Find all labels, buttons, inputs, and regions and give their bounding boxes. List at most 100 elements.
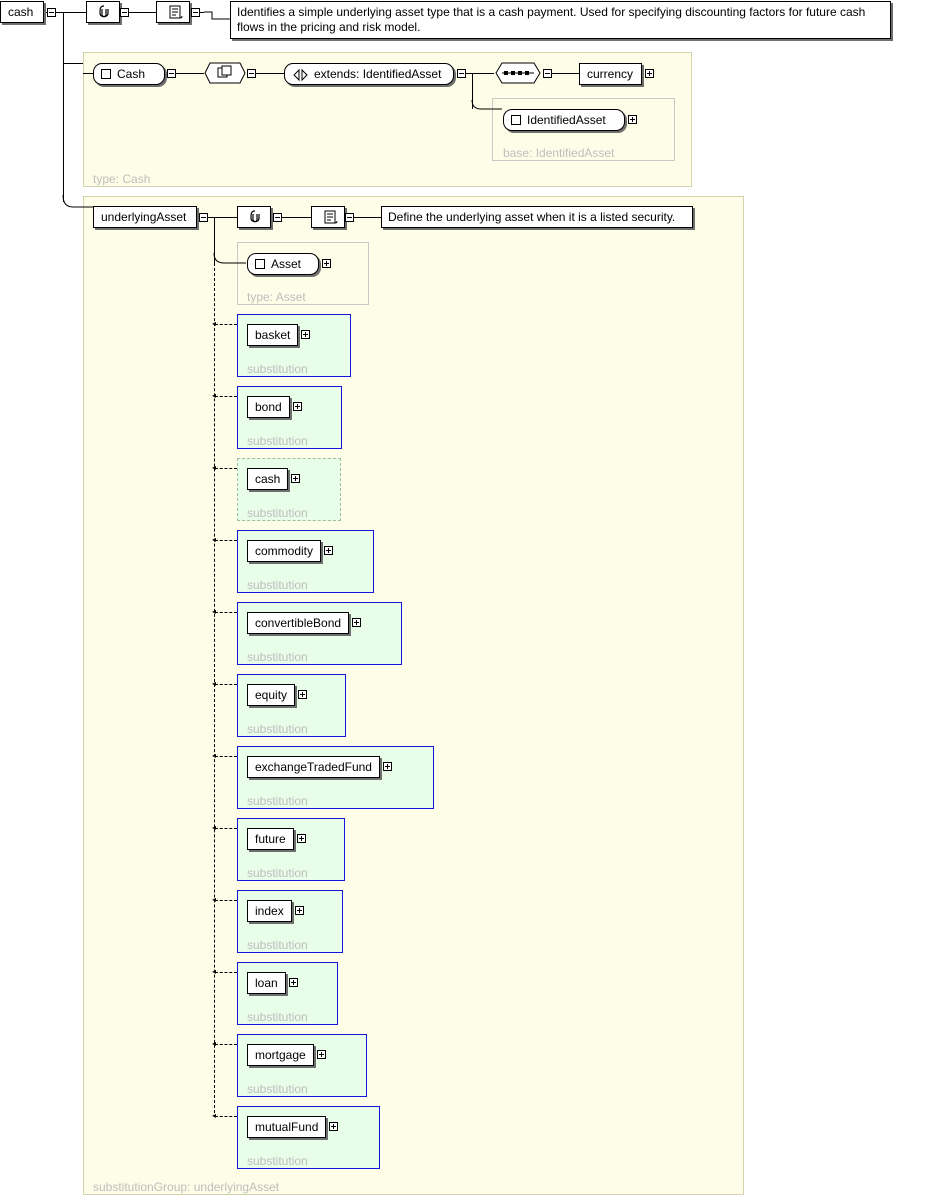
cash-type-node[interactable]: Cash: [93, 63, 165, 85]
extension-node[interactable]: extends: IdentifiedAsset: [284, 63, 454, 85]
substitution-caption: substitution: [247, 506, 308, 520]
substitution-element-index[interactable]: index: [247, 900, 292, 922]
substitution-element-exchangeTradedFund[interactable]: exchangeTradedFund: [247, 756, 380, 778]
sequence-compositor-icon[interactable]: [86, 1, 120, 23]
substitution-element-equity[interactable]: equity: [247, 684, 296, 706]
substitution-caption: substitution: [247, 866, 308, 880]
expand-icon[interactable]: [352, 618, 361, 627]
complex-type-icon: [511, 115, 521, 125]
connector-curve: [471, 99, 502, 110]
arrow-icon: ◂: [212, 463, 217, 472]
sequence-compositor-icon[interactable]: [237, 206, 271, 228]
collapse-icon[interactable]: [47, 8, 56, 17]
connector: [83, 73, 93, 74]
expand-icon[interactable]: [329, 1122, 338, 1131]
arrow-icon: ◂: [212, 679, 217, 688]
arrow-icon: ◂: [212, 1111, 217, 1120]
substitution-element-future[interactable]: future: [247, 828, 294, 850]
annotation-icon[interactable]: [156, 1, 190, 23]
connector: [63, 12, 64, 202]
substitution-element-convertibleBond[interactable]: convertibleBond: [247, 612, 350, 634]
substitution-element-mortgage[interactable]: mortgage: [247, 1044, 314, 1066]
identified-asset-label: IdentifiedAsset: [527, 113, 606, 127]
connector: [466, 73, 494, 74]
connector: [207, 217, 237, 218]
substitution-caption: substitution: [247, 650, 308, 664]
substitution-element-cash[interactable]: cash: [247, 468, 289, 490]
choice-dots-icon[interactable]: [494, 62, 542, 86]
substitution-connector: [215, 396, 237, 397]
type-cash-caption: type: Cash: [93, 172, 151, 186]
arrow-icon: ◂: [212, 895, 217, 904]
substitution-element-loan[interactable]: loan: [247, 972, 286, 994]
substitution-caption: substitution: [247, 794, 308, 808]
expand-icon[interactable]: [322, 259, 331, 268]
expand-icon[interactable]: [628, 115, 637, 124]
underlying-asset-annotation: Define the underlying asset when it is a…: [381, 206, 693, 228]
collapse-icon[interactable]: [247, 69, 256, 78]
collapse-icon[interactable]: [457, 69, 466, 78]
base-identified-asset-caption: base: IdentifiedAsset: [503, 146, 615, 160]
annotation-icon[interactable]: [311, 206, 345, 228]
expand-icon[interactable]: [295, 906, 304, 915]
arrow-icon: ◂: [212, 535, 217, 544]
expand-icon[interactable]: [645, 69, 654, 78]
expand-icon[interactable]: [383, 762, 392, 771]
collapse-icon[interactable]: [543, 69, 552, 78]
collapse-icon[interactable]: [120, 8, 129, 17]
expand-icon[interactable]: [291, 474, 300, 483]
currency-element[interactable]: currency: [579, 63, 642, 85]
expand-icon[interactable]: [317, 1050, 326, 1059]
connector: [200, 12, 204, 13]
connector-curve: [62, 194, 93, 208]
connector: [63, 63, 83, 64]
substitution-caption: substitution: [247, 1082, 308, 1096]
substitution-element-basket[interactable]: basket: [247, 324, 299, 346]
substitution-spine: [214, 263, 215, 1113]
asset-type-node[interactable]: Asset: [247, 253, 319, 275]
substitution-connector: [215, 1044, 237, 1045]
extension-icon: [293, 68, 308, 82]
substitution-element-bond[interactable]: bond: [247, 396, 290, 418]
collapse-icon[interactable]: [199, 213, 208, 222]
cash-annotation: Identifies a simple underlying asset typ…: [230, 1, 891, 39]
connector: [176, 73, 204, 74]
connector: [256, 73, 284, 74]
arrow-icon: ◂: [212, 823, 217, 832]
connector: [281, 217, 311, 218]
substitution-caption: substitution: [247, 938, 308, 952]
connector: [552, 73, 580, 74]
expand-icon[interactable]: [298, 690, 307, 699]
connector: [128, 12, 156, 13]
attribute-group-icon[interactable]: [204, 62, 246, 86]
root-element-cash[interactable]: cash: [0, 1, 44, 23]
connector: [214, 217, 215, 263]
collapse-icon[interactable]: [191, 8, 200, 17]
collapse-icon[interactable]: [345, 213, 354, 222]
complex-type-icon: [101, 69, 111, 79]
substitution-element-commodity[interactable]: commodity: [247, 540, 322, 562]
arrow-icon: ◂: [212, 1039, 217, 1048]
connector: [472, 73, 473, 109]
expand-icon[interactable]: [301, 330, 310, 339]
identified-asset-node[interactable]: IdentifiedAsset: [503, 109, 625, 131]
arrow-icon: ◂: [212, 967, 217, 976]
substitution-group-caption: substitutionGroup: underlyingAsset: [93, 1180, 280, 1194]
substitution-connector: [215, 612, 237, 613]
substitution-caption: substitution: [247, 362, 308, 376]
substitution-caption: substitution: [247, 434, 308, 448]
collapse-icon[interactable]: [167, 69, 176, 78]
expand-icon[interactable]: [297, 834, 306, 843]
expand-icon[interactable]: [293, 402, 302, 411]
substitution-element-mutualFund[interactable]: mutualFund: [247, 1116, 327, 1138]
arrow-icon: ◂: [212, 319, 217, 328]
expand-icon[interactable]: [289, 978, 298, 987]
arrow-icon: ◂: [212, 391, 217, 400]
annotation-connector: [204, 11, 230, 20]
expand-icon[interactable]: [324, 546, 333, 555]
underlying-asset-element[interactable]: underlyingAsset: [93, 206, 197, 228]
complex-type-icon: [255, 259, 265, 269]
substitution-connector: [215, 684, 237, 685]
collapse-icon[interactable]: [273, 213, 282, 222]
substitution-connector: [215, 828, 237, 829]
